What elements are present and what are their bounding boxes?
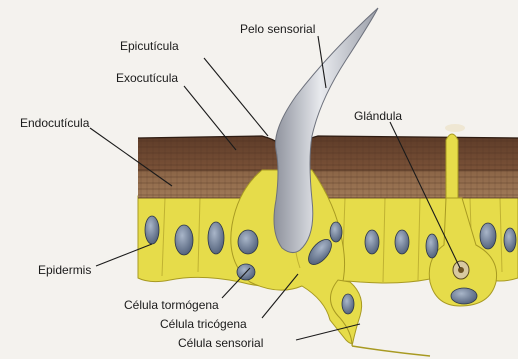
cuticle-layers (138, 136, 518, 198)
label-celula-tricogena: Célula tricógena (160, 317, 247, 331)
label-exocuticula: Exocutícula (116, 71, 178, 85)
leader-epicuticula (204, 58, 268, 136)
label-epicuticula: Epicutícula (120, 39, 179, 53)
label-glandula: Glándula (354, 109, 402, 123)
label-celula-sensorial: Célula sensorial (178, 336, 263, 350)
label-epidermis: Epidermis (38, 263, 91, 277)
label-pelo-sensorial: Pelo sensorial (240, 22, 315, 36)
label-endocuticula: Endocutícula (20, 116, 90, 130)
label-celula-tormogena: Célula tormógena (124, 298, 219, 312)
